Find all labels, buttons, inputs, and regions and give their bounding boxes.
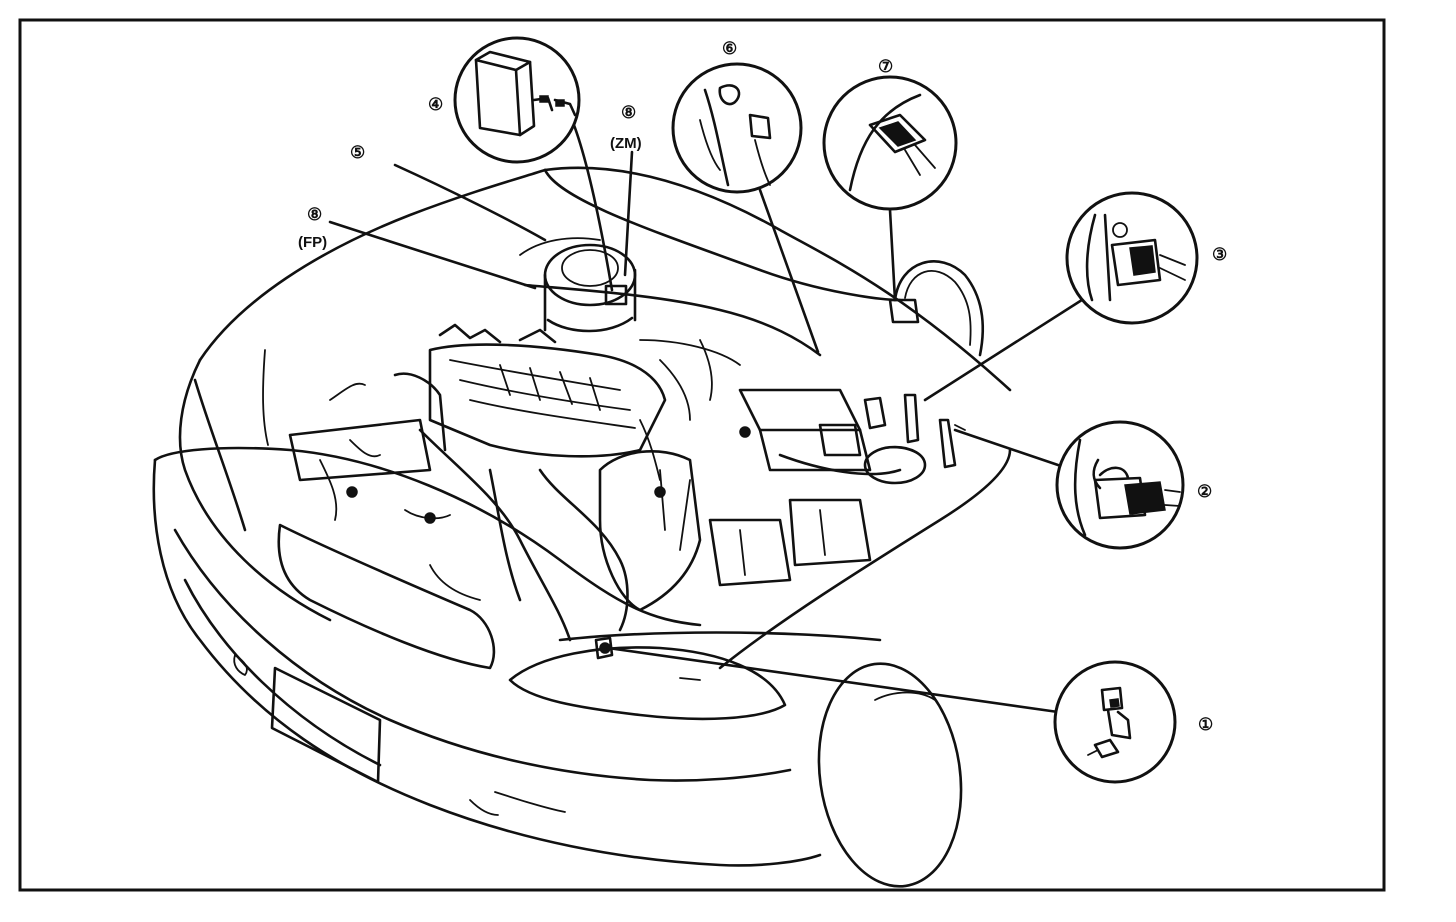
leader-lines — [328, 113, 1087, 714]
callout-8-zm-label: ⑧ — [621, 103, 636, 122]
detail-bubble-2 — [1055, 420, 1185, 550]
callout-5-label: ⑤ — [350, 143, 365, 162]
callout-8-fp-label: ⑧ — [307, 205, 322, 224]
car-body — [152, 166, 1012, 888]
detail-bubble-6 — [671, 62, 803, 194]
callout-1-label: ① — [1198, 715, 1213, 734]
detail-bubble-4 — [453, 36, 581, 164]
callout-4-label: ④ — [428, 95, 443, 114]
callout-labels: ④ ⑤ ⑧ (ZM) ⑧ (FP) ⑥ ⑦ ③ ② ① — [298, 39, 1227, 734]
figure-frame — [18, 18, 1386, 892]
detail-bubble-1 — [1053, 660, 1177, 784]
callout-8-fp-sublabel: (FP) — [298, 234, 327, 251]
callout-3-label: ③ — [1212, 245, 1227, 264]
detail-bubble-3 — [1065, 191, 1199, 325]
callout-6-label: ⑥ — [722, 39, 737, 58]
callout-7-label: ⑦ — [878, 57, 893, 76]
callout-2-label: ② — [1197, 482, 1212, 501]
callout-8-zm-sublabel: (ZM) — [610, 135, 642, 152]
detail-bubble-7 — [822, 75, 958, 211]
engine-bay — [288, 237, 966, 660]
